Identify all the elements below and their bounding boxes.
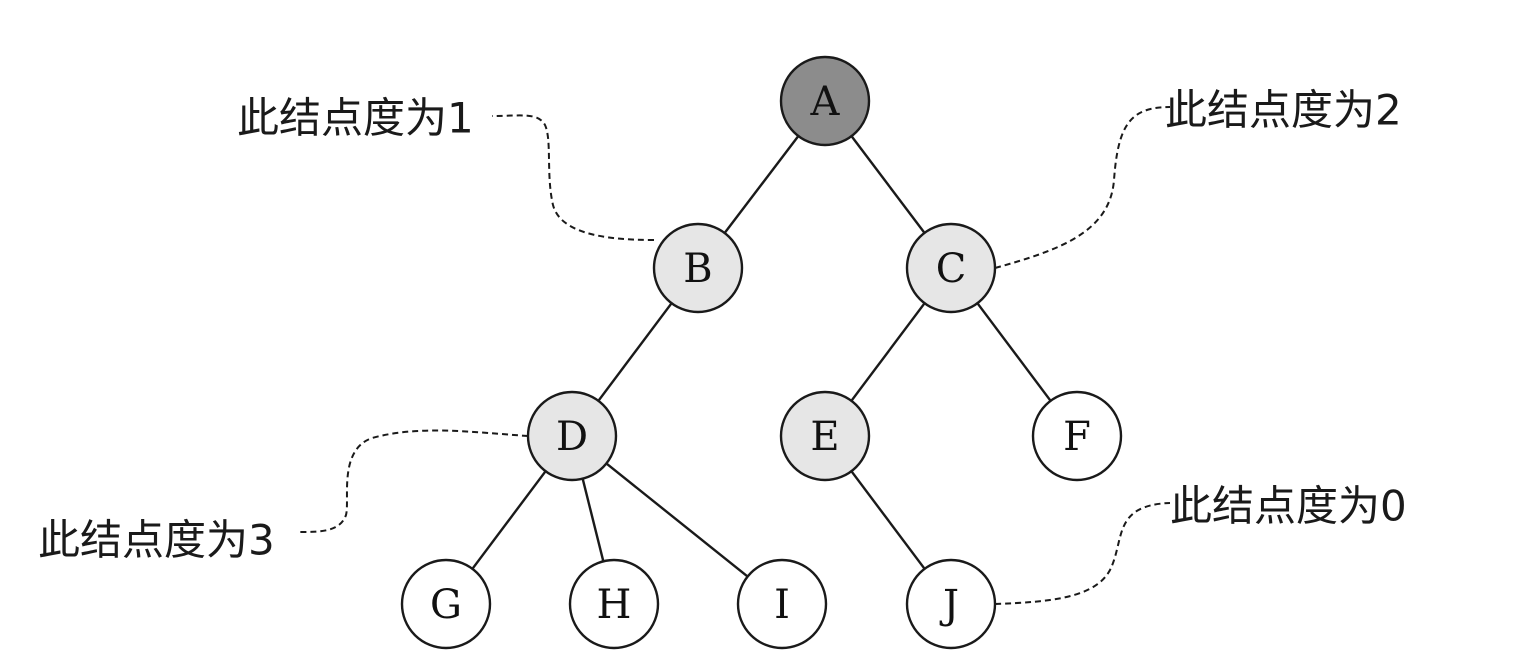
annotations: 此结点度为1 此结点度为2 此结点度为3 此结点度为0	[38, 86, 1407, 565]
node-label: B	[683, 246, 712, 292]
node-label: F	[1063, 414, 1091, 460]
node-a: A	[779, 55, 871, 147]
node-label: A	[810, 79, 841, 125]
edge-a-b	[723, 135, 800, 234]
node-b: B	[652, 222, 744, 314]
node-circle	[526, 390, 618, 482]
leader-degree-j	[994, 502, 1171, 605]
node-circle	[400, 558, 492, 650]
annotation-degree-c: 此结点度为2	[1165, 86, 1402, 135]
node-label: I	[774, 582, 790, 628]
leader-degree-b	[491, 114, 655, 241]
annotation-degree-j: 此结点度为0	[1170, 482, 1407, 531]
node-i: I	[736, 558, 828, 650]
edge-e-j	[850, 470, 926, 570]
annotation-leaders	[299, 106, 1171, 605]
node-circle	[779, 390, 871, 482]
tree-edges	[471, 135, 1052, 578]
node-label: J	[939, 582, 959, 628]
node-label: C	[936, 246, 967, 292]
node-circle	[1031, 390, 1123, 482]
node-h: H	[568, 558, 660, 650]
leader-degree-d	[299, 429, 529, 533]
node-label: E	[810, 414, 839, 460]
leader-degree-c	[994, 106, 1171, 269]
node-c: C	[905, 222, 997, 314]
node-circle	[905, 558, 997, 650]
node-e: E	[779, 390, 871, 482]
node-j: J	[905, 558, 997, 650]
node-circle	[736, 558, 828, 650]
node-f: F	[1031, 390, 1123, 482]
node-circle	[779, 55, 871, 147]
edge-c-f	[976, 302, 1052, 402]
edge-b-d	[597, 302, 673, 402]
annotation-degree-d: 此结点度为3	[38, 516, 275, 565]
edge-d-i	[605, 462, 749, 578]
node-circle	[652, 222, 744, 314]
tree-nodes: A B C D E F G H I J	[400, 55, 1123, 650]
node-label: H	[597, 582, 632, 628]
node-circle	[905, 222, 997, 314]
edge-c-e	[850, 302, 926, 402]
node-label: G	[430, 582, 462, 628]
edge-a-c	[850, 135, 926, 234]
annotation-degree-b: 此结点度为1	[237, 94, 474, 143]
node-d: D	[526, 390, 618, 482]
node-label: D	[556, 414, 588, 460]
edge-d-g	[471, 470, 547, 570]
node-g: G	[400, 558, 492, 650]
node-circle	[568, 558, 660, 650]
edge-d-h	[581, 478, 605, 562]
